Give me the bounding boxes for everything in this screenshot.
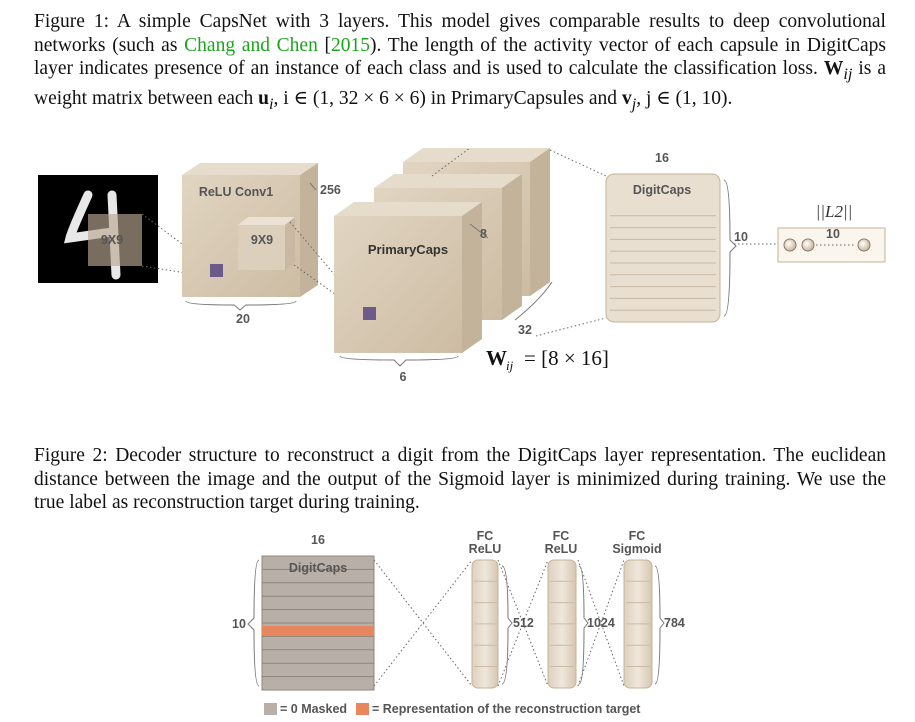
legend-target-swatch — [356, 703, 369, 715]
norm-count-label: 10 — [826, 227, 840, 241]
primary-count-label: 32 — [518, 323, 532, 337]
figure2-label: Figure 2: — [34, 445, 108, 466]
decoder-digitcaps-dim: 16 — [311, 533, 325, 547]
conv-kernel-label: 9X9 — [251, 233, 273, 247]
v-subscript: j — [631, 94, 637, 113]
fc3-label-bottom: Sigmoid — [612, 542, 661, 556]
u-symbol: u — [258, 87, 270, 109]
fc-sigmoid-784: FC Sigmoid 784 — [612, 529, 685, 689]
fc2-label-bottom: ReLU — [545, 542, 578, 556]
relu-conv1-layer: 9X9 ReLU Conv1 256 20 — [182, 163, 341, 326]
figure1-text-e: , j ∈ (1, 10). — [636, 87, 733, 109]
v-symbol: v — [621, 87, 632, 109]
primary-layer-label: PrimaryCaps — [368, 242, 448, 257]
figure2-diagram: 16 DigitCaps 10 FC ReLU 512 — [232, 529, 685, 716]
legend-masked-label: = 0 Masked — [280, 702, 347, 716]
fc1-label-top: FC — [477, 529, 494, 543]
legend-target-label: = Representation of the reconstruction t… — [372, 702, 641, 716]
weight-symbol: W — [823, 58, 844, 80]
digitcaps-count-label: 10 — [734, 230, 748, 244]
l2-norm-output: 10 ||L2|| — [777, 202, 886, 263]
figure1-caption: Figure 1: A simple CapsNet with 3 layers… — [34, 11, 887, 113]
fc1-label-bottom: ReLU — [469, 542, 502, 556]
weight-eq-subscript: ij — [506, 358, 514, 373]
primary-size-label: 6 — [400, 370, 407, 384]
figure1-text-b: ). The length of the activity vector of … — [34, 34, 887, 80]
digitcaps-label: DigitCaps — [633, 183, 691, 197]
figure1-label: Figure 1: — [34, 11, 109, 32]
conv-size-label: 20 — [236, 312, 250, 326]
digitcaps-dim-label: 16 — [655, 151, 669, 165]
fc-relu-1024: FC ReLU 1024 — [545, 529, 615, 689]
citation-year-link[interactable]: 2015 — [331, 34, 371, 56]
fc3-size-label: 784 — [664, 616, 685, 630]
reconstruction-target-row — [262, 626, 374, 636]
legend-masked-swatch — [264, 703, 277, 715]
figure1-text-c: is a weight matrix between each — [34, 58, 887, 109]
decoder-digitcaps-label: DigitCaps — [289, 561, 347, 575]
conv-layer-label: ReLU Conv1 — [199, 185, 273, 199]
u-subscript: i — [269, 94, 274, 113]
citation-link[interactable]: Chang and Chen — [184, 34, 318, 56]
input-digit-image: 9X9 — [38, 175, 158, 283]
decoder-digitcaps: 16 DigitCaps 10 — [232, 533, 375, 691]
fc3-label-top: FC — [629, 529, 646, 543]
fc-relu-512: FC ReLU 512 — [469, 529, 534, 689]
decoder-legend: = 0 Masked = Representation of the recon… — [264, 702, 641, 716]
primary-capsule-pixel — [363, 307, 376, 320]
fc1-size-label: 512 — [513, 616, 534, 630]
weight-subscript: ij — [843, 65, 853, 84]
figure1-diagram: 9X9 9X9 ReLU Conv1 256 20 — [38, 147, 886, 384]
fc2-label-top: FC — [553, 529, 570, 543]
weight-eq-symbol: W — [486, 346, 507, 370]
figure1-text-d: , i ∈ (1, 32 × 6 × 6) in PrimaryCapsules… — [273, 87, 618, 109]
fc2-size-label: 1024 — [587, 616, 615, 630]
weight-eq-value: = [8 × 16] — [524, 346, 609, 370]
input-kernel-label: 9X9 — [101, 233, 123, 247]
digitcaps-layer: DigitCaps 16 10 — [605, 151, 778, 323]
decoder-digitcaps-count: 10 — [232, 617, 246, 631]
figure2-caption: Figure 2: Decoder structure to reconstru… — [34, 444, 886, 515]
figure1-text-a: A simple CapsNet with 3 layers. This mod… — [34, 11, 886, 56]
norm-label: ||L2|| — [816, 202, 853, 221]
figure2-text: Decoder structure to reconstruct a digit… — [34, 445, 886, 514]
primarycaps-layer: PrimaryCaps 8 6 32 — [334, 148, 553, 384]
weight-equation: W ij = [8 × 16] — [486, 346, 609, 373]
conv-depth-label: 256 — [320, 183, 341, 197]
conv-output-pixel — [210, 264, 223, 277]
